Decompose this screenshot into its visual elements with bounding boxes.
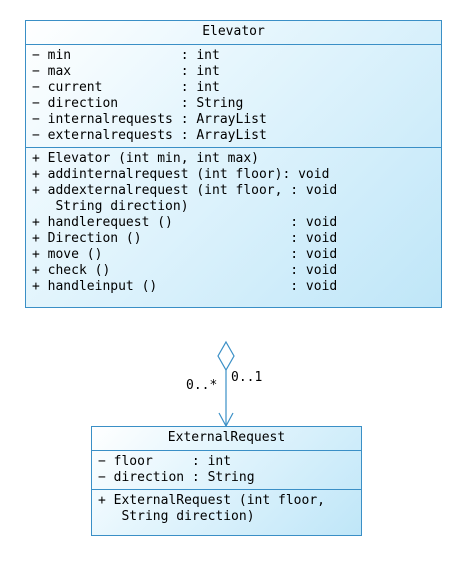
method-direction: + Direction () : void [32,231,338,246]
method-addinternalrequest: + addinternalrequest (int floor): void [32,167,330,182]
method-handlerequest: + handlerequest () : void [32,215,338,230]
elevator-class: Elevator − min : int − max : int − curre… [25,20,442,308]
attribute-floor: − floor : int [98,454,232,469]
method-externalrequest-constructor: + ExternalRequest (int floor, [98,493,325,508]
attribute-direction: − direction : String [32,96,244,111]
method-check: + check () : void [32,263,338,278]
target-multiplicity-label: 0..1 [231,370,263,385]
attribute-direction: − direction : String [98,470,255,485]
method-addexternalrequest-continued: String direction) [32,199,189,214]
attribute-internalrequests: − internalrequests : ArrayList [32,112,267,127]
method-externalrequest-constructor-continued: String direction) [98,509,255,524]
attribute-max: − max : int [32,64,220,79]
attribute-externalrequests: − externalrequests : ArrayList [32,128,267,143]
aggregation-diamond-icon [217,340,235,372]
attribute-current: − current : int [32,80,220,95]
attribute-min: − min : int [32,48,220,63]
method-elevator-constructor: + Elevator (int min, int max) [32,151,259,166]
external-request-attributes: − floor : int − direction : String [92,451,361,489]
source-multiplicity-label: 0..* [186,378,218,393]
external-request-class-title: ExternalRequest [92,427,361,451]
elevator-attributes: − min : int − max : int − current : int … [26,45,441,147]
method-handleinput: + handleinput () : void [32,279,338,294]
external-request-methods: + ExternalRequest (int floor, String dir… [92,489,361,535]
method-move: + move () : void [32,247,338,262]
external-request-class: ExternalRequest − floor : int − directio… [91,426,362,536]
method-addexternalrequest: + addexternalrequest (int floor, : void [32,183,338,198]
elevator-methods: + Elevator (int min, int max) + addinter… [26,147,441,307]
elevator-class-title: Elevator [26,21,441,45]
